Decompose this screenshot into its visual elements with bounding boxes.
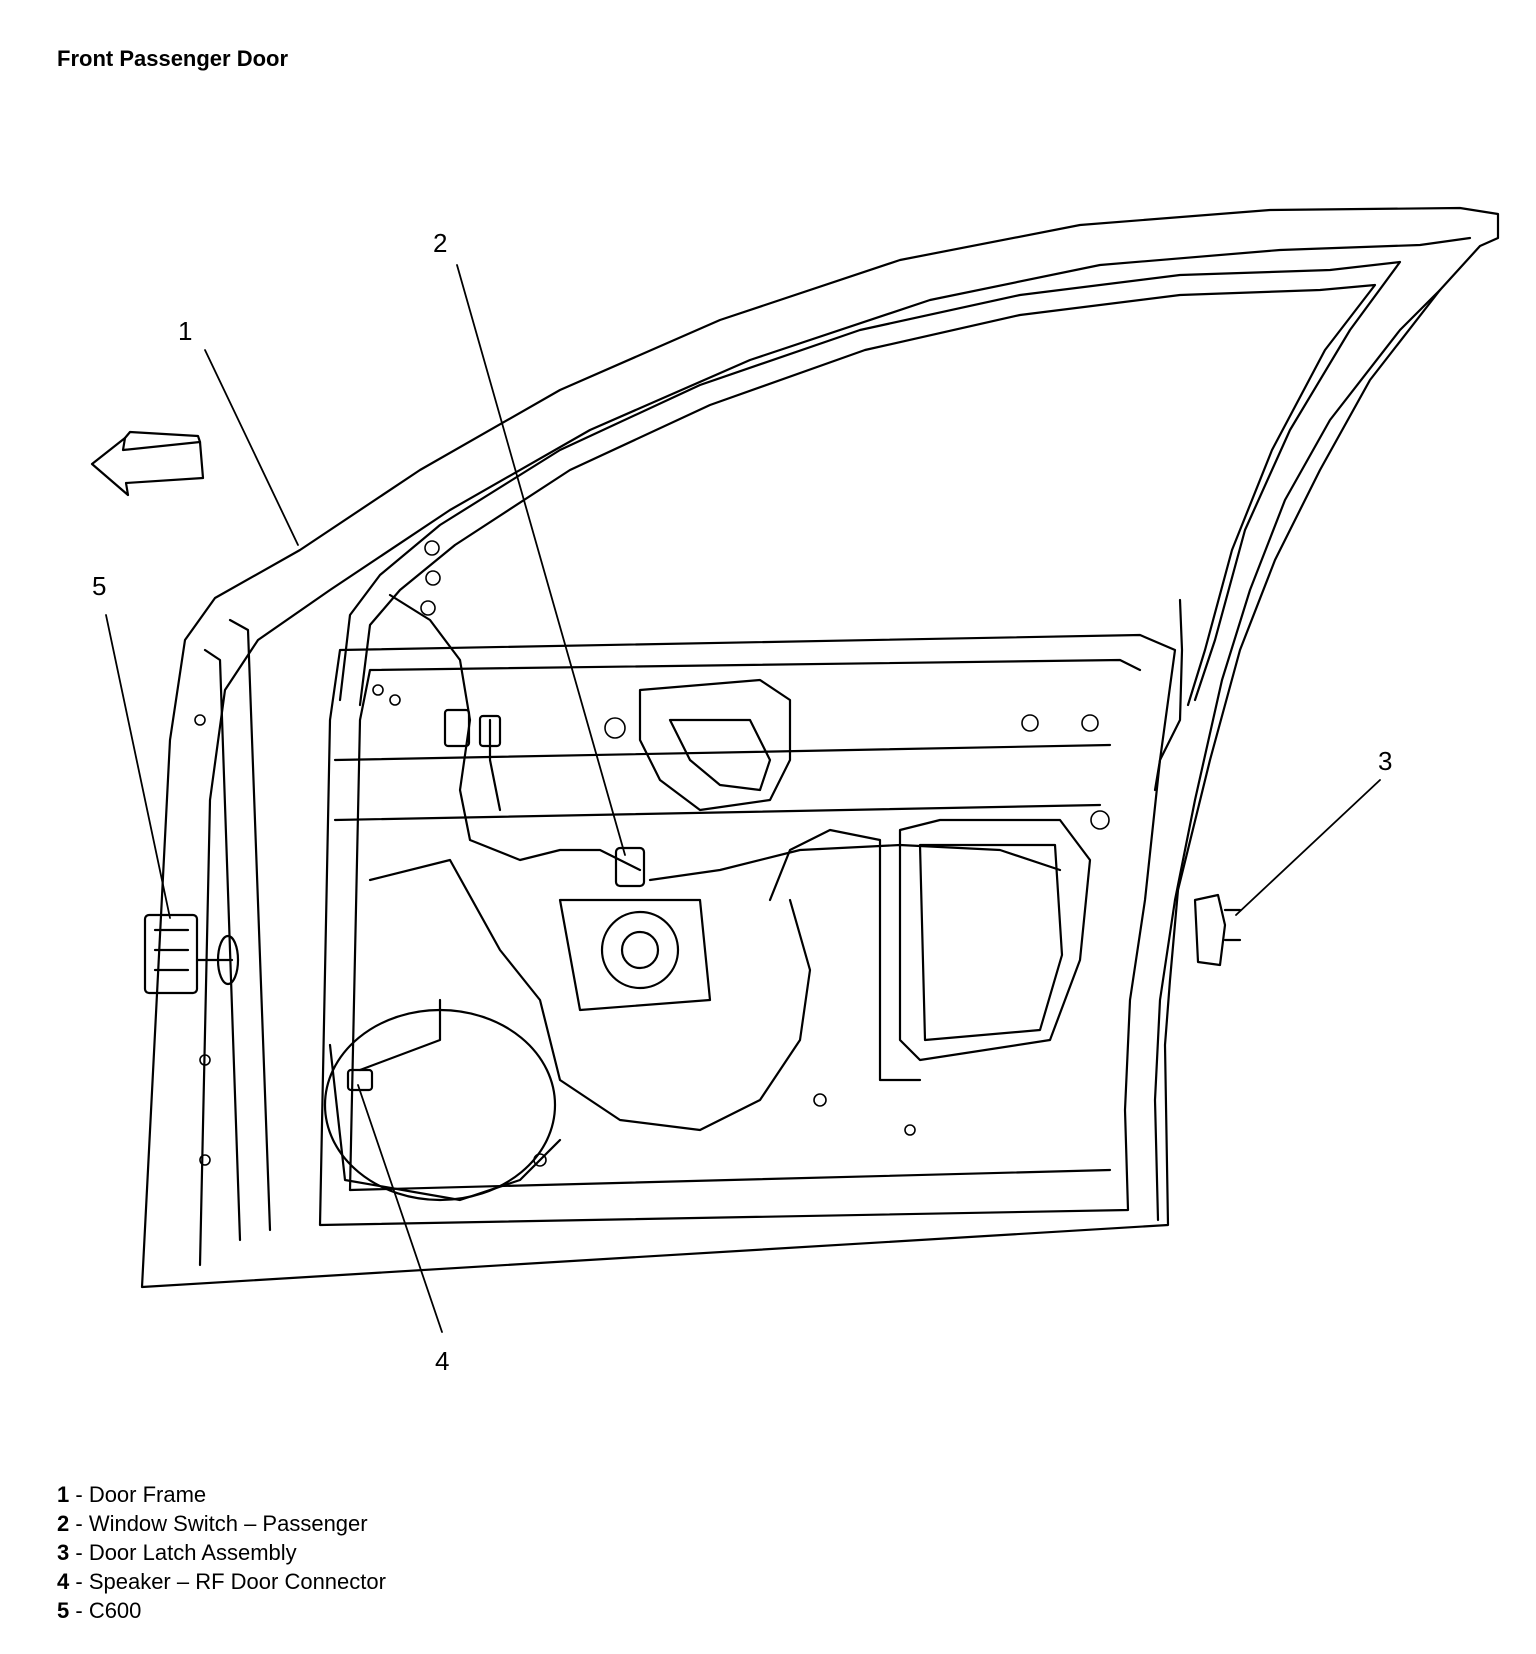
inner-panel: [203, 618, 1177, 1242]
callout-number-1: 1: [178, 316, 192, 346]
legend-separator: -: [69, 1540, 89, 1565]
diagram-title: Front Passenger Door: [57, 46, 289, 71]
legend-label: Door Frame: [88, 1482, 207, 1507]
leader-line-4: [357, 1084, 443, 1333]
callout-number-4: 4: [435, 1346, 449, 1376]
legend-label: Speaker – RF Door Connector: [88, 1569, 386, 1594]
wiring-harness: [388, 593, 1184, 882]
door-frame: [140, 206, 1500, 1289]
door-handle: [638, 678, 792, 812]
leader-line-1: [204, 349, 299, 546]
legend-number: 1: [57, 1482, 70, 1507]
legend-separator: -: [69, 1482, 89, 1507]
callout-number-5: 5: [92, 571, 106, 601]
legend-label: Window Switch – Passenger: [88, 1511, 368, 1536]
window-regulator: [368, 818, 1092, 1132]
c600-connector: [143, 913, 240, 995]
leader-line-3: [1235, 779, 1381, 916]
callout-number-2: 2: [433, 228, 447, 258]
legend-number: 3: [57, 1540, 70, 1565]
window-switch: [614, 846, 646, 888]
arrow-left-icon: [90, 430, 205, 497]
legend-number: 2: [57, 1511, 70, 1536]
legend-item: 3 - Door Latch Assembly: [57, 1538, 386, 1567]
door-latch: [1193, 893, 1242, 967]
legend-label: C600: [88, 1598, 142, 1623]
legend-separator: -: [69, 1598, 89, 1623]
legend-item: 2 - Window Switch – Passenger: [57, 1509, 386, 1538]
legend-label: Door Latch Assembly: [88, 1540, 297, 1565]
legend-separator: -: [69, 1569, 89, 1594]
fastener-holes: [194, 540, 1110, 1167]
legend-number: 4: [57, 1569, 70, 1594]
leader-line-2: [456, 264, 626, 856]
legend-item: 4 - Speaker – RF Door Connector: [57, 1567, 386, 1596]
legend: 1 - Door Frame 2 - Window Switch – Passe…: [57, 1480, 386, 1625]
callout-number-3: 3: [1378, 746, 1392, 776]
legend-item: 1 - Door Frame: [57, 1480, 386, 1509]
legend-separator: -: [69, 1511, 89, 1536]
leader-line-5: [105, 614, 171, 919]
speaker-opening: [323, 998, 562, 1202]
legend-number: 5: [57, 1598, 70, 1623]
legend-item: 5 - C600: [57, 1596, 386, 1625]
